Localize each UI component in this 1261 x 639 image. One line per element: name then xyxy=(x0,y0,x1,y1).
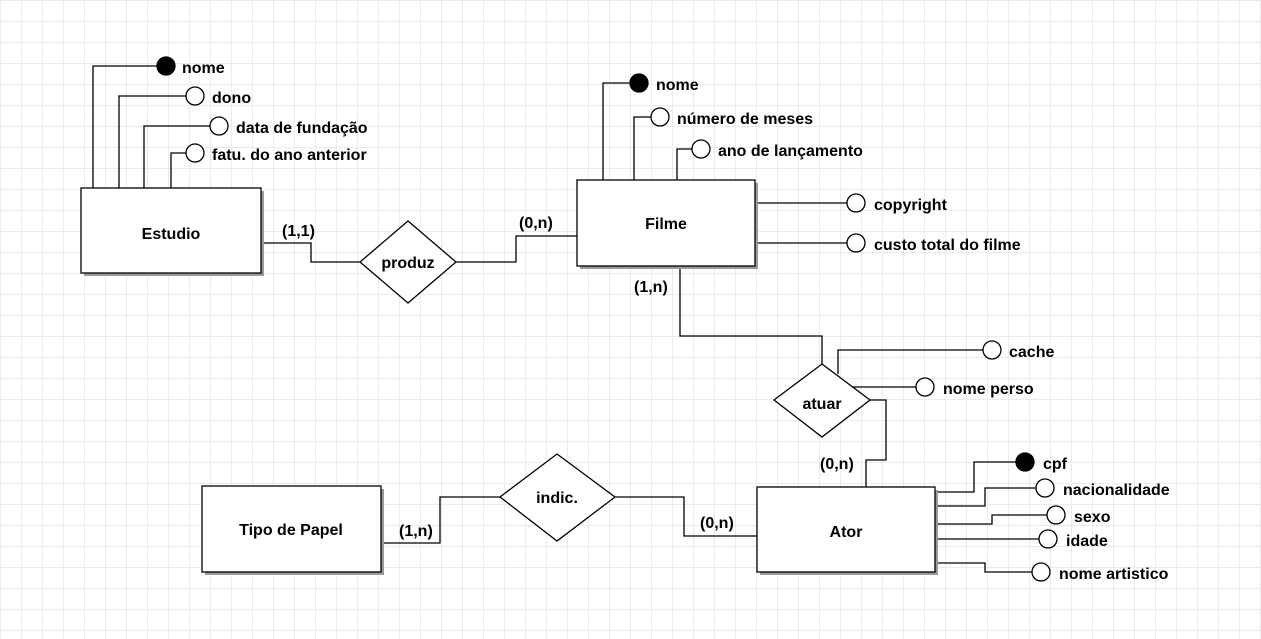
attribute-icon xyxy=(209,116,229,136)
attribute-label: nacionalidade xyxy=(1063,482,1170,499)
attribute-icon xyxy=(1031,562,1051,582)
estudio-data-fundacao-line xyxy=(143,125,210,188)
estudio-faturamento-line xyxy=(170,152,186,188)
attribute-ator-nacionalidade[interactable]: nacionalidade xyxy=(1035,478,1170,499)
attribute-label: sexo xyxy=(1074,509,1111,526)
attribute-filme-nome[interactable]: nome xyxy=(629,73,699,94)
ator-nome-artistico-line xyxy=(935,562,1032,573)
attribute-label: nome perso xyxy=(943,381,1034,398)
attribute-label: nome xyxy=(182,60,225,77)
relationship-atuar-label: atuar xyxy=(802,396,841,413)
indic-ator-line xyxy=(615,496,757,537)
attribute-estudio-nome[interactable]: nome xyxy=(156,56,225,77)
ator-cpf-line xyxy=(935,461,1016,493)
relationship-atuar[interactable]: atuar xyxy=(772,363,872,438)
attribute-icon xyxy=(846,233,866,253)
estudio-dono-line xyxy=(118,95,186,188)
attribute-icon xyxy=(982,340,1002,360)
attribute-label: nome xyxy=(656,77,699,94)
cardinality-tipo-papel-indic: (1,n) xyxy=(399,523,433,540)
key-attribute-icon xyxy=(1015,452,1035,472)
atuar-cache-line xyxy=(837,349,983,374)
attribute-filme-ano-lancamento[interactable]: ano de lançamento xyxy=(691,139,863,160)
attribute-label: idade xyxy=(1066,533,1108,550)
entity-ator[interactable]: Ator xyxy=(756,486,938,575)
attribute-label: cache xyxy=(1009,344,1054,361)
attribute-filme-numero-meses[interactable]: número de meses xyxy=(650,107,813,128)
cardinalities: (1,1) (0,n) (1,n) (0,n) (0,n) (1,n) xyxy=(282,215,854,540)
attribute-icon xyxy=(1038,529,1058,549)
attribute-ator-nome-artistico[interactable]: nome artistico xyxy=(1031,562,1169,583)
attribute-icon xyxy=(915,377,935,397)
attribute-icon xyxy=(185,86,205,106)
connectors xyxy=(92,65,1047,573)
attribute-label: fatu. do ano anterior xyxy=(212,147,367,164)
attribute-ator-idade[interactable]: idade xyxy=(1038,529,1108,550)
entity-tipo-de-papel-label: Tipo de Papel xyxy=(239,522,343,539)
relationship-produz[interactable]: produz xyxy=(358,220,458,304)
key-attribute-icon xyxy=(156,56,176,76)
entity-estudio[interactable]: Estudio xyxy=(80,187,264,276)
attribute-icon xyxy=(846,193,866,213)
attribute-filme-copyright[interactable]: copyright xyxy=(846,193,948,214)
produz-filme-line xyxy=(456,235,577,263)
attribute-estudio-faturamento[interactable]: fatu. do ano anterior xyxy=(185,143,367,164)
attribute-label: custo total do filme xyxy=(874,237,1021,254)
attribute-icon xyxy=(1035,478,1055,498)
filme-atuar-line xyxy=(679,266,823,364)
filme-ano-lancamento-line xyxy=(676,148,692,180)
relationship-produz-label: produz xyxy=(381,255,434,272)
attribute-icon xyxy=(1046,505,1066,525)
cardinality-filme-atuar: (1,n) xyxy=(634,279,668,296)
cardinality-ator-indic: (0,n) xyxy=(700,515,734,532)
attribute-label: ano de lançamento xyxy=(718,143,863,160)
attribute-ator-cpf[interactable]: cpf xyxy=(1015,452,1068,473)
relationship-indic-label: indic. xyxy=(536,490,578,507)
filme-nome-line xyxy=(602,82,630,180)
attribute-estudio-dono[interactable]: dono xyxy=(185,86,251,107)
attribute-label: número de meses xyxy=(677,111,813,128)
entity-ator-label: Ator xyxy=(830,524,863,541)
key-attribute-icon xyxy=(629,73,649,93)
attribute-icon xyxy=(650,107,670,127)
attribute-label: cpf xyxy=(1043,456,1068,473)
attribute-icon xyxy=(691,139,711,159)
ator-sexo-line xyxy=(935,514,1047,525)
entity-filme-label: Filme xyxy=(645,216,687,233)
attribute-ator-sexo[interactable]: sexo xyxy=(1046,505,1111,526)
attribute-atuar-cache[interactable]: cache xyxy=(982,340,1054,361)
filme-numero-meses-line xyxy=(633,116,651,180)
tipo-papel-indic-line xyxy=(381,496,500,544)
relationship-indic[interactable]: indic. xyxy=(498,453,617,542)
attribute-estudio-data-fundacao[interactable]: data de fundação xyxy=(209,116,368,137)
entity-tipo-de-papel[interactable]: Tipo de Papel xyxy=(201,485,384,575)
cardinality-ator-atuar: (0,n) xyxy=(820,456,854,473)
ator-nacionalidade-line xyxy=(935,487,1036,507)
attribute-label: nome artistico xyxy=(1059,566,1169,583)
attribute-label: data de fundação xyxy=(236,120,368,137)
atuar-ator-line xyxy=(865,399,887,487)
cardinality-estudio-produz: (1,1) xyxy=(282,223,315,240)
estudio-nome-line xyxy=(92,65,157,188)
entity-filme[interactable]: Filme xyxy=(576,179,758,269)
attribute-icon xyxy=(185,143,205,163)
attribute-label: copyright xyxy=(874,197,948,214)
cardinality-filme-produz: (0,n) xyxy=(519,215,553,232)
attribute-atuar-nome-perso[interactable]: nome perso xyxy=(915,377,1034,398)
attribute-label: dono xyxy=(212,90,251,107)
entity-estudio-label: Estudio xyxy=(142,226,201,243)
attribute-filme-custo-total[interactable]: custo total do filme xyxy=(846,233,1021,254)
estudio-produz-line xyxy=(261,242,360,263)
